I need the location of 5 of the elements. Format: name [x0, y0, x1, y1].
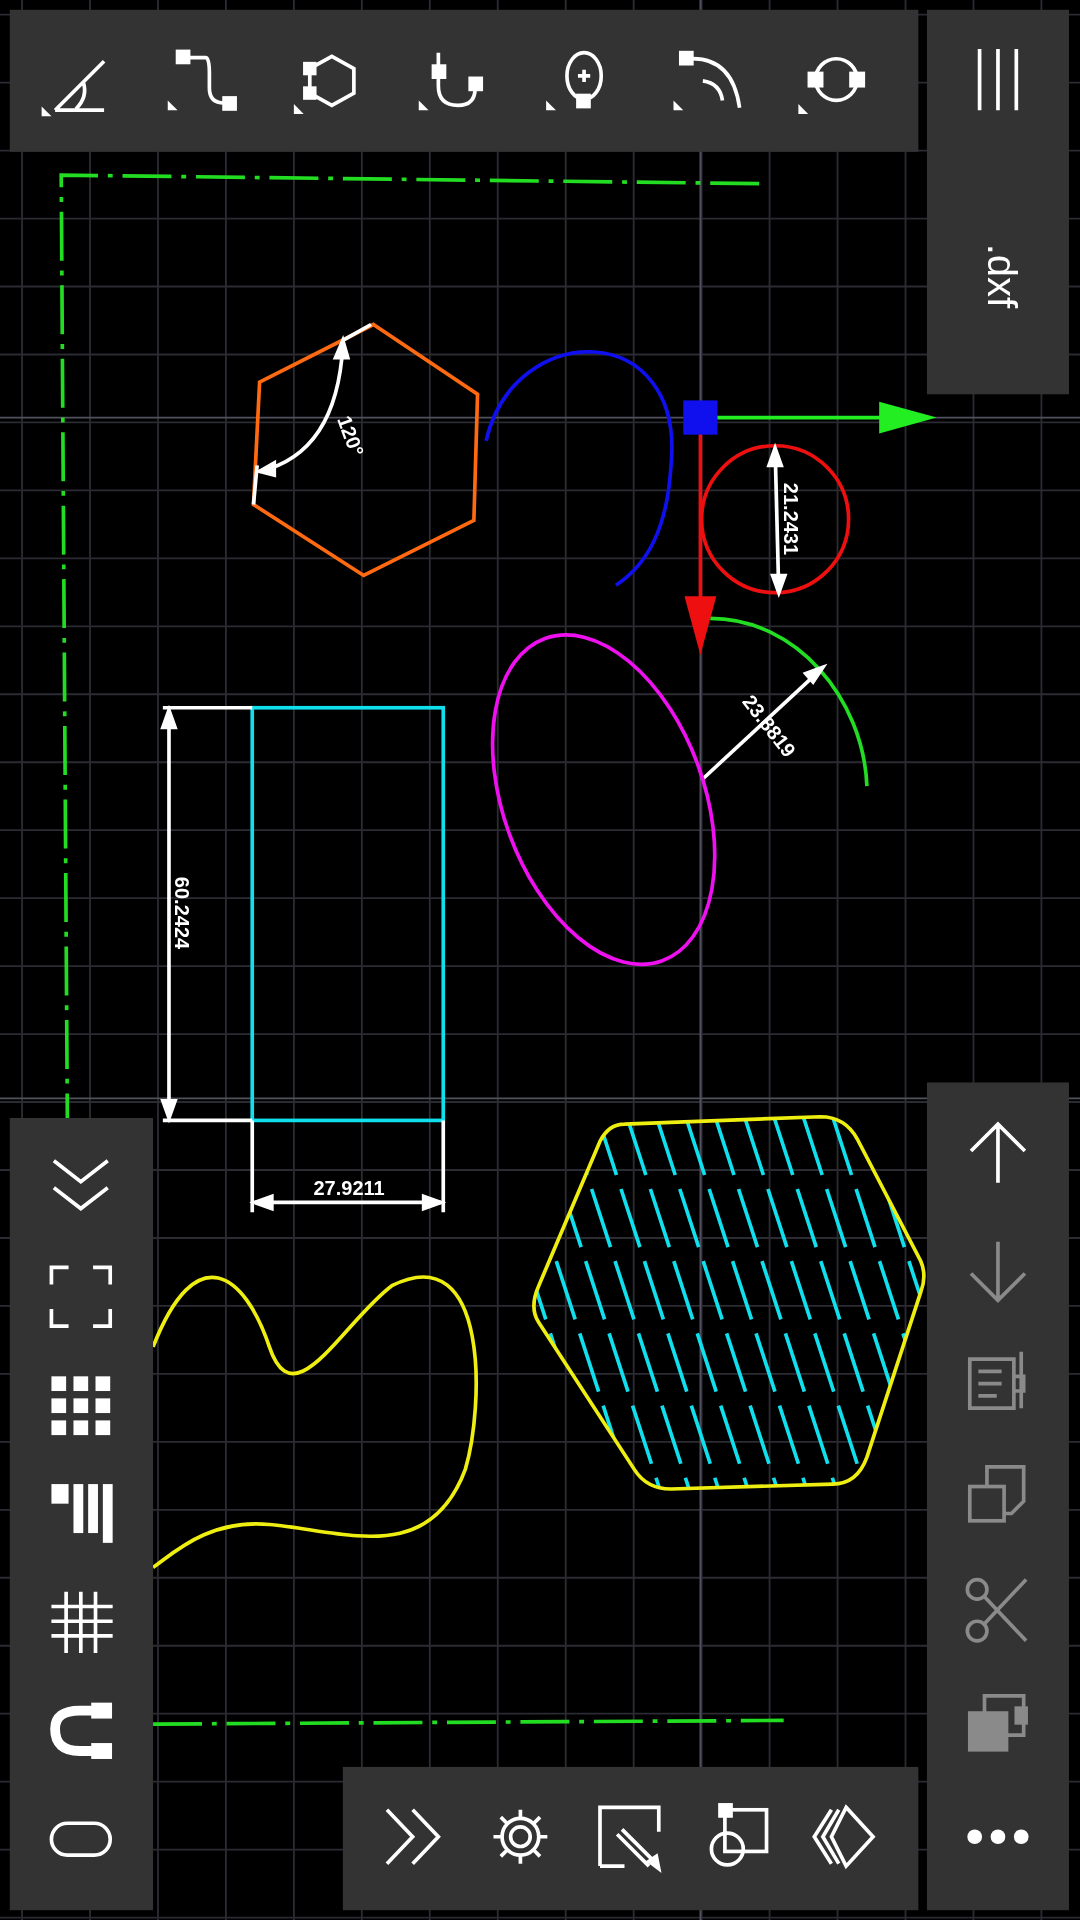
dimension-value: 27.9211 — [313, 1177, 385, 1198]
dimension-value: 60.2424 — [172, 877, 193, 950]
file-name: .dxf — [981, 243, 1022, 308]
angle-value: 120° — [333, 413, 367, 459]
dimension-value: 21.2431 — [781, 483, 802, 556]
